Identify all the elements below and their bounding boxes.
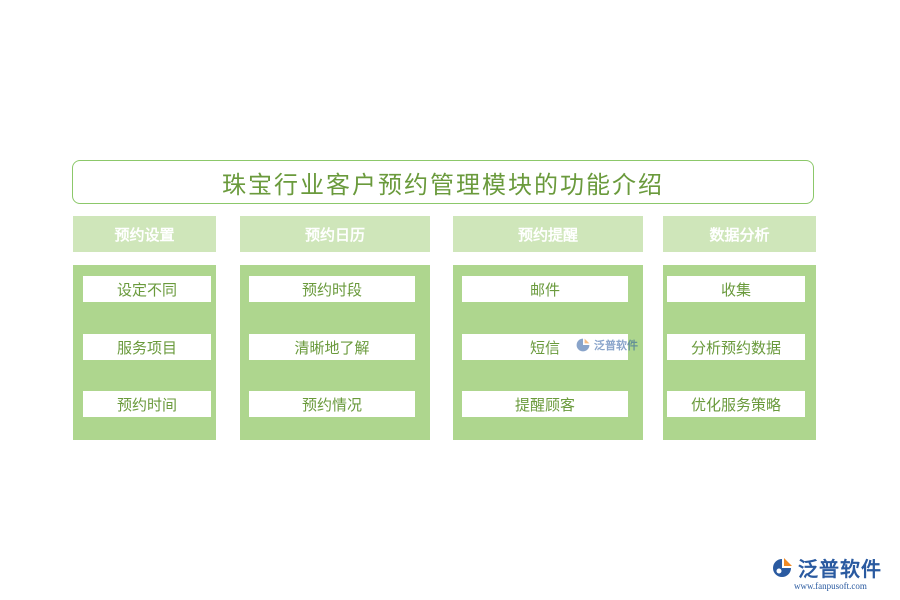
brand-logo-icon xyxy=(773,557,792,577)
item-analyze-data: 分析预约数据 xyxy=(667,334,805,360)
column-header-appointment-calendar: 预约日历 xyxy=(240,216,430,252)
column-body-appointment-calendar: 预约时段 清晰地了解 预约情况 xyxy=(240,265,430,440)
item-set-different: 设定不同 xyxy=(83,276,211,302)
column-body-appointment-settings: 设定不同 服务项目 预约时间 xyxy=(73,265,216,440)
item-optimize-strategy: 优化服务策略 xyxy=(667,391,805,417)
column-header-appointment-settings: 预约设置 xyxy=(73,216,216,252)
item-sms: 短信 xyxy=(462,334,628,360)
brand-name: 泛普软件 xyxy=(798,557,882,581)
brand-logo: 泛普软件 www.fanpusoft.com xyxy=(770,553,894,593)
item-collect: 收集 xyxy=(667,276,805,302)
column-header-data-analysis: 数据分析 xyxy=(663,216,816,252)
column-body-data-analysis: 收集 分析预约数据 优化服务策略 xyxy=(663,265,816,440)
column-header-appointment-reminder: 预约提醒 xyxy=(453,216,643,252)
item-service-items: 服务项目 xyxy=(83,334,211,360)
item-appointment-status: 预约情况 xyxy=(249,391,415,417)
item-remind-customers: 提醒顾客 xyxy=(462,391,628,417)
item-clearly-understand: 清晰地了解 xyxy=(249,334,415,360)
diagram-title: 珠宝行业客户预约管理模块的功能介绍 xyxy=(72,160,814,204)
column-body-appointment-reminder: 邮件 短信 提醒顾客 xyxy=(453,265,643,440)
brand-url: www.fanpusoft.com xyxy=(794,581,867,591)
item-appointment-time: 预约时间 xyxy=(83,391,211,417)
item-email: 邮件 xyxy=(462,276,628,302)
item-time-slots: 预约时段 xyxy=(249,276,415,302)
